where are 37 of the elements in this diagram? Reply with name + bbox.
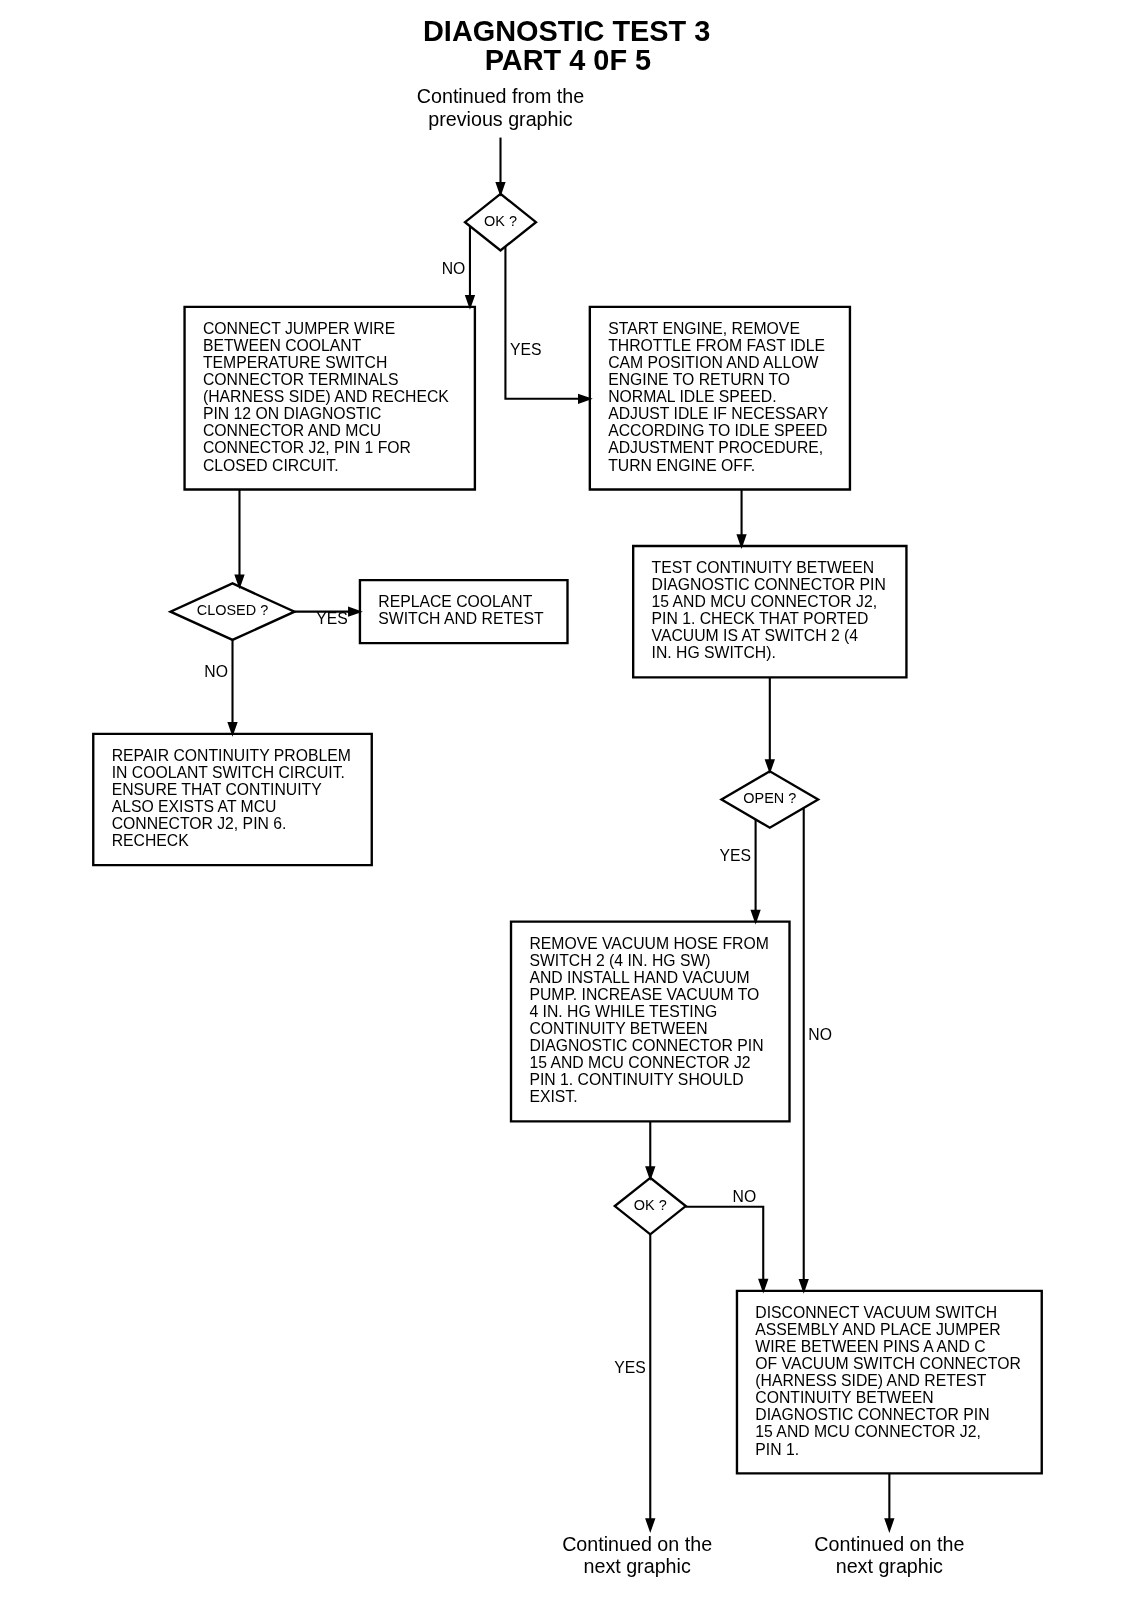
node-diamond: OPEN ? — [719, 769, 821, 830]
arrow — [750, 819, 761, 925]
edge-label: NO — [808, 1025, 832, 1043]
node-text: Continued on the next graphic — [562, 1532, 713, 1578]
edge-label: YES — [719, 846, 751, 864]
edge-label: YES — [614, 1358, 646, 1376]
node-diamond: OK ? — [463, 192, 538, 252]
edge-label: YES — [316, 610, 348, 628]
node-box: TEST CONTINUITY BETWEEN DIAGNOSTIC CONNECTOR PIN 15 AND MCU CONNECTOR J2, PIN 1. CHECK THAT PORTED VACUUM IS AT SWITCH 2 (4 IN. HG SWITCH). — [632, 544, 908, 679]
arrow — [504, 246, 593, 404]
edge-label: NO — [441, 259, 466, 277]
edge-label: YES — [510, 341, 542, 359]
arrow — [645, 1121, 656, 1181]
arrow — [645, 1234, 656, 1533]
arrow — [685, 1205, 769, 1294]
node-diamond: CLOSED ? — [167, 582, 298, 642]
node-diamond: OK ? — [612, 1176, 688, 1236]
arrow — [495, 137, 506, 197]
arrow — [234, 489, 245, 590]
arrow — [227, 640, 238, 737]
node-box: START ENGINE, REMOVE THROTTLE FROM FAST IDLE CAM POSITION AND ALLOW ENGINE TO RETURN TO NORMAL IDLE SPEED. ADJUST IDLE IF NECESSARY ACCORDING TO IDLE SPEED ADJUSTMENT PROCEDURE, TURN ENGINE OFF. — [588, 305, 852, 491]
arrow — [294, 606, 363, 617]
node-text: Continued from the previous graphic — [416, 85, 585, 130]
arrow — [736, 489, 747, 549]
arrow — [884, 1473, 895, 1533]
arrow — [764, 677, 775, 774]
node-box: REMOVE VACUUM HOSE FROM SWITCH 2 (4 IN. HG SW) AND INSTALL HAND VACUUM PUMP. INCREASE VACUUM TO 4 IN. HG WHILE TESTING CONTINUITY BETWEEN DIAGNOSTIC CONNECTOR PIN 15 AND MCU CONNECTOR J2 PIN 1. CONTINUITY SHOULD EXIST. — [509, 920, 791, 1123]
node-box: REPAIR CONTINUITY PROBLEM IN COOLANT SWITCH CIRCUIT. ENSURE THAT CONTINUITY ALSO EXISTS AT MCU CONNECTOR J2, PIN 6. RECHECK — [92, 732, 373, 867]
edge-label: NO — [732, 1188, 757, 1206]
arrow — [798, 808, 809, 1294]
arrow — [464, 226, 476, 310]
node-box: DISCONNECT VACUUM SWITCH ASSEMBLY AND PLACE JUMPER WIRE BETWEEN PINS A AND C OF VACUUM SWITCH CONNECTOR (HARNESS SIDE) AND RETEST CONTINUITY BETWEEN DIAGNOSTIC CONNECTOR PIN 15 AND MCU CONNECTOR J2, PIN 1. — [735, 1289, 1043, 1475]
node-box: CONNECT JUMPER WIRE BETWEEN COOLANT TEMPERATURE SWITCH CONNECTOR TERMINALS (HARNESS SIDE) AND RECHECK PIN 12 ON DIAGNOSTIC CONNECTOR AND MCU CONNECTOR J2, PIN 1 FOR CLOSED CIRCUIT. — [183, 305, 477, 491]
node-text: Continued on the next graphic — [814, 1532, 965, 1578]
diagram-title: DIAGNOSTIC TEST 3 PART 4 0F 5 — [422, 14, 711, 76]
node-box: REPLACE COOLANT SWITCH AND RETEST — [358, 578, 569, 645]
edge-label: NO — [204, 663, 228, 681]
